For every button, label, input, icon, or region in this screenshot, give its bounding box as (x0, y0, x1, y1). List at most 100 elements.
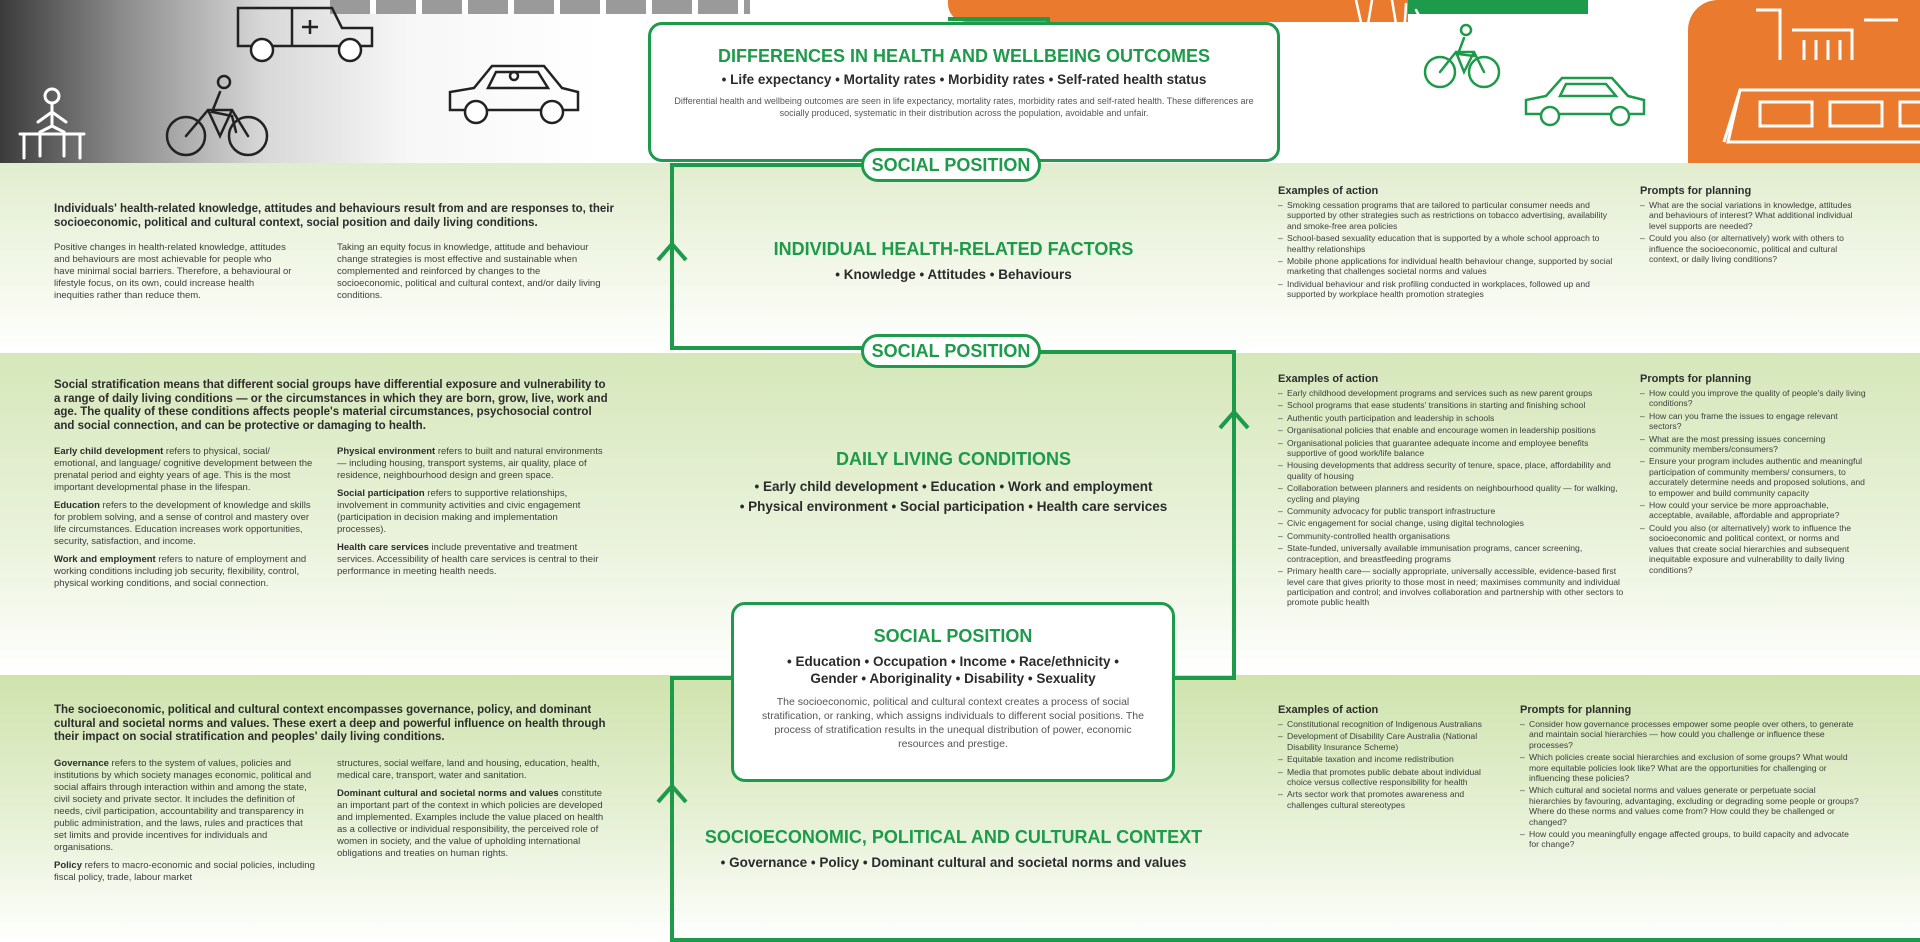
list-item: Mobile phone applications for individual… (1278, 256, 1618, 277)
building-icon (1756, 8, 1898, 60)
definition-paragraph: Work and employment refers to nature of … (54, 554, 316, 590)
actions-heading: Examples of action (1278, 704, 1379, 716)
outcomes-box: DIFFERENCES IN HEALTH AND WELLBEING OUTC… (648, 22, 1280, 162)
actions-heading: Examples of action (1278, 373, 1379, 385)
list-item: Community-controlled health organisation… (1278, 531, 1630, 542)
definition-text: refers to supportive relationships, invo… (337, 488, 581, 535)
definition-paragraph: structures, social welfare, land and hou… (337, 758, 609, 782)
loop-line (670, 938, 1920, 942)
prompts-heading: Prompts for planning (1640, 185, 1752, 197)
definition-text: refers to built and natural environments… (337, 446, 603, 481)
definition-paragraph: Health care services include preventativ… (337, 542, 609, 578)
green-cyclist-icon (1423, 23, 1501, 89)
daily-list-line1: • Early child development • Education • … (754, 479, 1153, 494)
context-left-column: Governance refers to the system of value… (54, 758, 316, 890)
header-green-band (1408, 0, 1588, 14)
list-item: State-funded, universally available immu… (1278, 543, 1630, 564)
list-item: What are the social variations in knowle… (1640, 200, 1860, 231)
train-icon (1722, 88, 1920, 144)
individual-center: INDIVIDUAL HEALTH-RELATED FACTORS • Know… (676, 238, 1231, 284)
list-item: Could you also (or alternatively) work t… (1640, 523, 1866, 575)
context-list: • Governance • Policy • Dominant cultura… (720, 855, 1187, 870)
list-item: Authentic youth participation and leader… (1278, 413, 1630, 424)
definition-term: Governance (54, 758, 109, 769)
list-item: Civic engagement for social change, usin… (1278, 518, 1630, 529)
person-on-bench-icon (18, 87, 86, 160)
car-icon (448, 64, 580, 125)
prompts-list: How could you improve the quality of peo… (1640, 388, 1866, 575)
actions-heading: Examples of action (1278, 185, 1379, 197)
list-item: Primary health care— socially appropriat… (1278, 566, 1630, 608)
definition-paragraph: Early child development refers to physic… (54, 446, 316, 494)
prompts-list: What are the social variations in knowle… (1640, 200, 1860, 264)
daily-lead: Social stratification means that differe… (54, 379, 608, 432)
list-item: Consider how governance processes empowe… (1520, 719, 1860, 750)
walking-figures-icon (1354, 0, 1432, 38)
daily-actions: Examples of action Early childhood devel… (1278, 373, 1630, 610)
header-orange-band (948, 0, 1408, 22)
list-item: Which cultural and societal norms and va… (1520, 785, 1860, 827)
definition-paragraph: Policy refers to macro-economic and soci… (54, 860, 316, 884)
definition-paragraph: Physical environment refers to built and… (337, 446, 609, 482)
definition-text: constitute an important part of the cont… (337, 788, 604, 859)
social-position-list-line2: Gender • Aboriginality • Disability • Se… (810, 671, 1096, 686)
context-center: SOCIOECONOMIC, POLITICAL AND CULTURAL CO… (676, 826, 1231, 872)
definition-term: Physical environment (337, 446, 436, 457)
loop-line (670, 163, 866, 167)
list-item: Development of Disability Care Australia… (1278, 731, 1498, 752)
definition-text: refers to nature of employment and worki… (54, 554, 307, 589)
list-item: Equitable taxation and income redistribu… (1278, 754, 1498, 765)
arrow-up-icon (656, 782, 688, 804)
individual-title: INDIVIDUAL HEALTH-RELATED FACTORS (773, 239, 1134, 259)
header-grey-stripe (330, 0, 750, 14)
daily-title: DAILY LIVING CONDITIONS (835, 449, 1072, 469)
daily-list-line2: • Physical environment • Social particip… (739, 499, 1168, 514)
list-item: How could your service be more approacha… (1640, 500, 1866, 521)
loop-line (670, 676, 674, 942)
context-lead: The socioeconomic, political and cultura… (54, 704, 606, 743)
list-item: Media that promotes public debate about … (1278, 767, 1498, 788)
individual-para-right: Taking an equity focus in knowledge, att… (337, 242, 601, 301)
individual-actions: Examples of action Smoking cessation pro… (1278, 185, 1618, 302)
list-item: Collaboration between planners and resid… (1278, 483, 1630, 504)
context-actions: Examples of action Constitutional recogn… (1278, 704, 1498, 812)
list-item: Constitutional recognition of Indigenous… (1278, 719, 1498, 730)
list-item: Individual behaviour and risk profiling … (1278, 279, 1618, 300)
outcomes-list: • Life expectancy • Mortality rates • Mo… (721, 72, 1207, 87)
context-prompts: Prompts for planning Consider how govern… (1520, 704, 1860, 852)
list-item: Could you also (or alternatively) work w… (1640, 233, 1860, 264)
prompts-list: Consider how governance processes empowe… (1520, 719, 1860, 850)
green-car-icon (1524, 76, 1646, 127)
social-position-box: SOCIAL POSITION • Education • Occupation… (731, 602, 1175, 782)
daily-left-column: Early child development refers to physic… (54, 446, 316, 596)
daily-center: DAILY LIVING CONDITIONS • Early child de… (676, 448, 1231, 516)
actions-list: Early childhood development programs and… (1278, 388, 1630, 608)
definition-term: Dominant cultural and societal norms and… (337, 788, 559, 799)
outcomes-description: Differential health and wellbeing outcom… (674, 96, 1254, 118)
social-position-description: The socioeconomic, political and cultura… (762, 696, 1144, 750)
individual-list: • Knowledge • Attitudes • Behaviours (835, 267, 1072, 282)
actions-list: Smoking cessation programs that are tail… (1278, 200, 1618, 300)
list-item: Housing developments that address securi… (1278, 460, 1630, 481)
definition-term: Policy (54, 860, 82, 871)
loop-line (670, 163, 674, 348)
outcomes-title: DIFFERENCES IN HEALTH AND WELLBEING OUTC… (718, 46, 1210, 66)
definition-paragraph: Social participation refers to supportiv… (337, 488, 609, 536)
list-item: How could you improve the quality of peo… (1640, 388, 1866, 409)
list-item: School-based sexuality education that is… (1278, 233, 1618, 254)
cyclist-icon (165, 74, 269, 157)
definition-term: Work and employment (54, 554, 156, 565)
definition-text: refers to physical, social/ emotional, a… (54, 446, 313, 493)
individual-prompts: Prompts for planning What are the social… (1640, 185, 1860, 266)
list-item: What are the most pressing issues concer… (1640, 434, 1866, 455)
loop-line (670, 346, 866, 350)
actions-list: Constitutional recognition of Indigenous… (1278, 719, 1498, 810)
list-item: Ensure your program includes authentic a… (1640, 456, 1866, 498)
prompts-heading: Prompts for planning (1520, 704, 1632, 716)
daily-prompts: Prompts for planning How could you impro… (1640, 373, 1866, 577)
definition-text: refers to macro-economic and social poli… (54, 860, 315, 883)
definition-paragraph: Dominant cultural and societal norms and… (337, 788, 609, 860)
arrow-up-icon (1218, 408, 1250, 430)
definition-term: Education (54, 500, 100, 511)
list-item: How could you meaningfully engage affect… (1520, 829, 1860, 850)
